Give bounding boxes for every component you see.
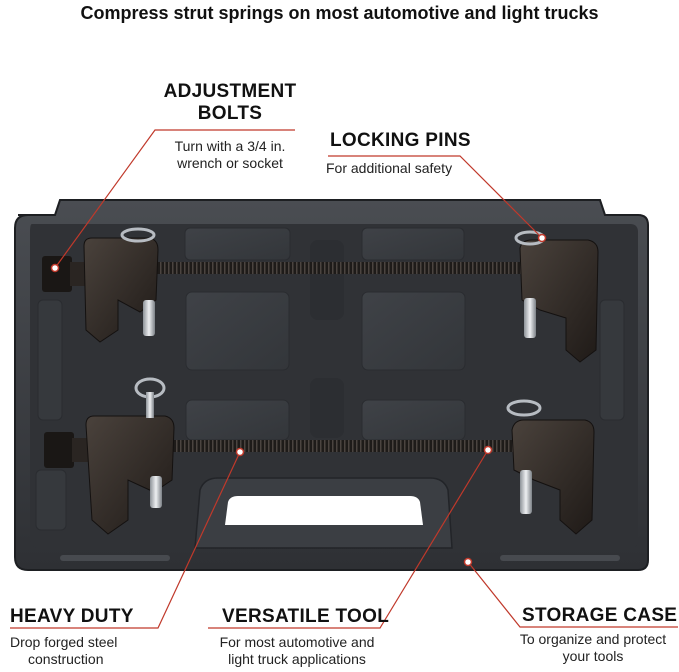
storage-case-dot [463, 557, 473, 567]
locking-pins-leader [328, 155, 543, 239]
heavy-duty-title: HEAVY DUTY [10, 606, 134, 627]
headline: Compress strut springs on most automotiv… [80, 3, 599, 23]
heavy-duty-desc-line2: construction [28, 651, 104, 667]
heavy-duty-desc: Drop forged steel construction [10, 634, 170, 668]
adjustment-bolts-title: ADJUSTMENT BOLTS [150, 81, 310, 125]
versatile-tool-desc: For most automotive and light truck appl… [204, 634, 390, 668]
top-spring-compressor [42, 227, 599, 363]
adjustment-bolts-dot [50, 263, 60, 273]
callout-dots [50, 233, 547, 567]
top-threaded-rod [100, 262, 530, 274]
adjustment-bolts-desc: Turn with a 3/4 in. wrench or socket [150, 138, 310, 172]
adjustment-bolts-desc-line1: Turn with a 3/4 in. [174, 138, 286, 154]
heavy-duty-dot [235, 447, 245, 457]
adjustment-bolts-desc-line2: wrench or socket [177, 155, 283, 171]
locking-pins-title: LOCKING PINS [330, 130, 471, 151]
storage-case-desc-line2: your tools [562, 648, 624, 664]
storage-case-title: STORAGE CASE [522, 605, 678, 626]
adjustment-bolts-title-line1: ADJUSTMENT [163, 81, 297, 102]
versatile-tool-dot [483, 445, 493, 455]
adjustment-bolts-title-line2: BOLTS [197, 103, 263, 124]
storage-case-leader [467, 561, 678, 628]
versatile-tool-title: VERSATILE TOOL [222, 606, 390, 627]
bottom-threaded-rod [100, 440, 530, 452]
bottom-left-locking-pin [150, 476, 162, 508]
versatile-tool-desc-line1: For most automotive and [219, 634, 375, 650]
heavy-duty-desc-line1: Drop forged steel [10, 634, 118, 650]
top-left-locking-pin [143, 300, 155, 336]
storage-case-desc: To organize and protect your tools [508, 631, 678, 665]
versatile-tool-leader [208, 449, 489, 629]
storage-case-desc-line1: To organize and protect [519, 631, 667, 647]
storage-case [14, 199, 649, 571]
bottom-spring-compressor [44, 377, 595, 535]
top-adjustment-bolt-head [42, 256, 72, 292]
locking-pins-dot [537, 233, 547, 243]
versatile-tool-desc-line2: light truck applications [228, 651, 366, 667]
locking-pins-desc: For additional safety [326, 160, 453, 176]
top-right-locking-pin [524, 298, 536, 338]
callout-leader-lines [10, 129, 678, 629]
heavy-duty-leader [10, 451, 241, 629]
adjustment-bolts-leader [54, 129, 295, 269]
